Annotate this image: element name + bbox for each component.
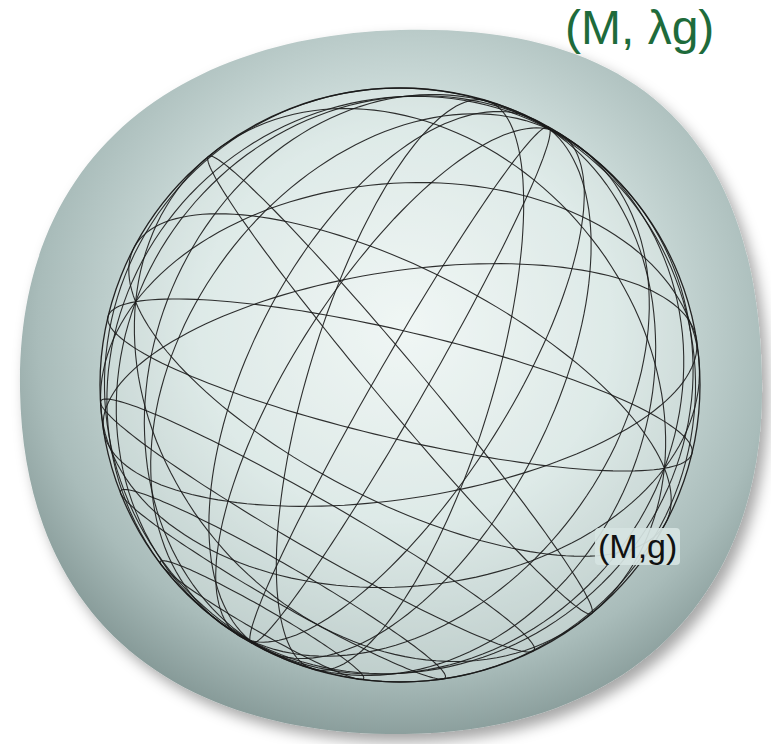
- metric-label: (M, λg): [565, 2, 714, 55]
- sphere-wireframe: [95, 80, 705, 690]
- wireframe-sphere: (M,g): [95, 80, 705, 690]
- blob-outline: [20, 30, 762, 734]
- metric-label: (M,g): [595, 528, 680, 565]
